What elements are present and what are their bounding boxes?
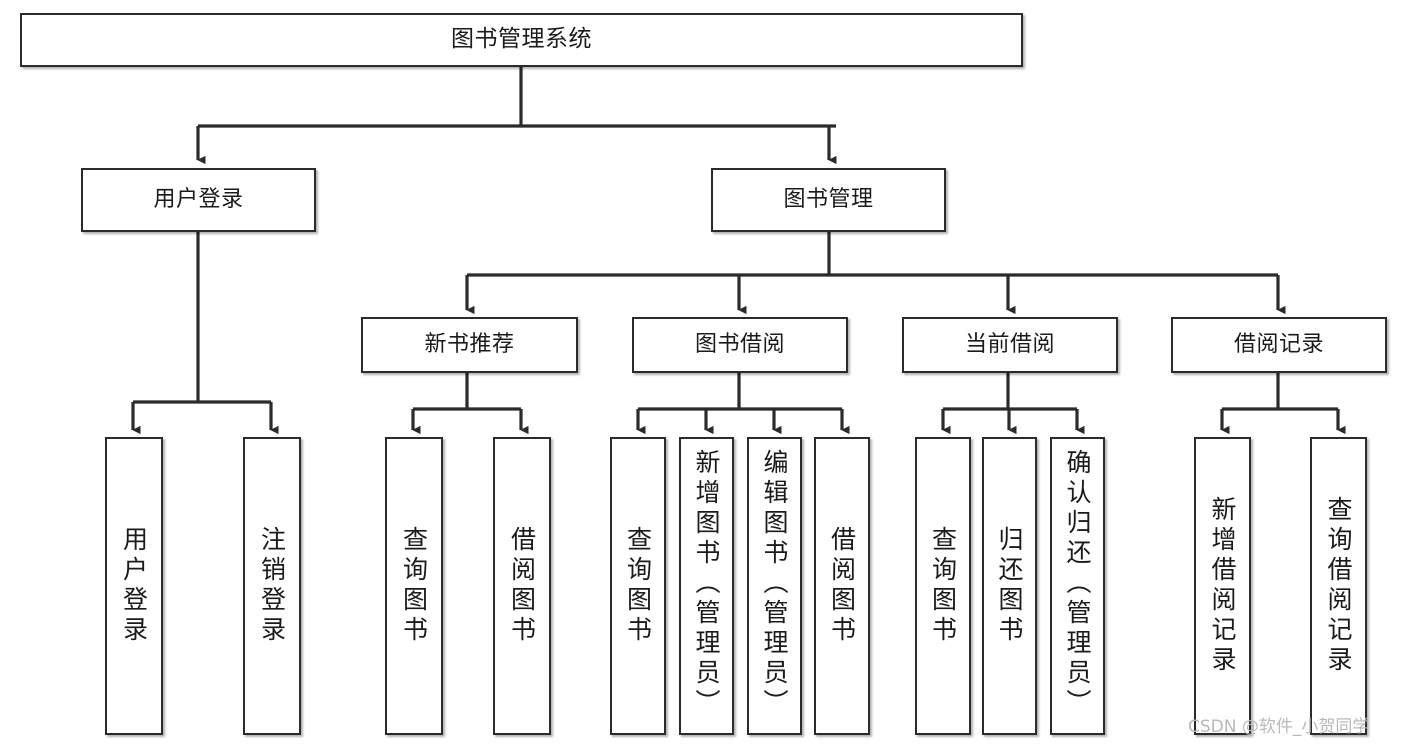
node-label: 查询借阅记录 [1324,496,1353,676]
leaf-confirm-return-admin[interactable]: 确认归还（管理员） [1050,437,1105,735]
node-label: 当前借阅 [964,331,1055,357]
node-label: 查询图书 [399,526,429,646]
node-label: 确认归还（管理员） [1063,449,1092,719]
leaf-logout[interactable]: 注销登录 [243,437,301,735]
node-label: 用户登录 [119,526,149,646]
node-borrow-record[interactable]: 借阅记录 [1171,317,1387,373]
node-user-login[interactable]: 用户登录 [81,168,316,232]
node-label: 新书推荐 [424,331,515,357]
leaf-borrow-book-recommend[interactable]: 借阅图书 [493,437,551,735]
leaf-edit-book-admin[interactable]: 编辑图书（管理员） [747,437,802,735]
leaf-add-book-admin[interactable]: 新增图书（管理员） [679,437,734,735]
node-label: 编辑图书（管理员） [760,449,789,719]
watermark: CSDN @软件_小贺同学 [1188,717,1370,737]
node-label: 借阅图书 [827,526,857,646]
leaf-query-book-recommend[interactable]: 查询图书 [385,437,443,735]
leaf-return-book[interactable]: 归还图书 [982,437,1037,735]
node-label: 查询图书 [928,526,958,646]
node-label: 新增图书（管理员） [692,449,721,719]
leaf-query-borrow-record[interactable]: 查询借阅记录 [1310,437,1367,735]
node-label: 图书管理系统 [451,26,592,53]
node-book-management[interactable]: 图书管理 [711,168,946,232]
leaf-query-book[interactable]: 查询图书 [610,437,666,735]
node-label: 新增借阅记录 [1208,496,1237,676]
leaf-borrow-book[interactable]: 借阅图书 [814,437,870,735]
node-new-book-recommend[interactable]: 新书推荐 [361,317,578,373]
node-label: 注销登录 [257,526,287,646]
node-label: 借阅记录 [1233,331,1324,357]
node-label: 借阅图书 [507,526,537,646]
node-book-borrow[interactable]: 图书借阅 [632,317,848,373]
node-current-borrow[interactable]: 当前借阅 [902,317,1118,373]
leaf-user-login[interactable]: 用户登录 [105,437,163,735]
leaf-add-borrow-record[interactable]: 新增借阅记录 [1194,437,1251,735]
node-label: 查询图书 [623,526,653,646]
node-label: 用户登录 [153,186,244,212]
node-label: 图书借阅 [694,331,785,357]
node-root[interactable]: 图书管理系统 [20,13,1023,67]
node-label: 归还图书 [995,526,1024,646]
leaf-query-book-current[interactable]: 查询图书 [915,437,971,735]
node-label: 图书管理 [783,186,874,212]
